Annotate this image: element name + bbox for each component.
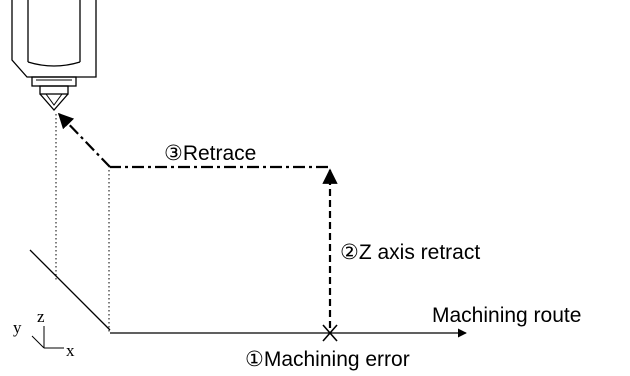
workpiece-slanted-edge <box>29 249 111 331</box>
axis-y-line <box>31 335 45 349</box>
axis-indicator: z y x <box>13 307 75 360</box>
axis-z-label: z <box>37 307 45 326</box>
axis-y-label: y <box>13 318 22 337</box>
retrace-label: ③Retrace <box>164 142 256 165</box>
retrace-diagonal-path <box>57 112 111 168</box>
axis-x-label: x <box>66 341 75 360</box>
machining-route-label: Machining route <box>432 304 581 327</box>
z-retract-label: ②Z axis retract <box>340 241 480 264</box>
machining-error-mark <box>322 324 338 342</box>
machining-error-label: ①Machining error <box>245 348 410 371</box>
spindle-tool <box>11 0 97 111</box>
